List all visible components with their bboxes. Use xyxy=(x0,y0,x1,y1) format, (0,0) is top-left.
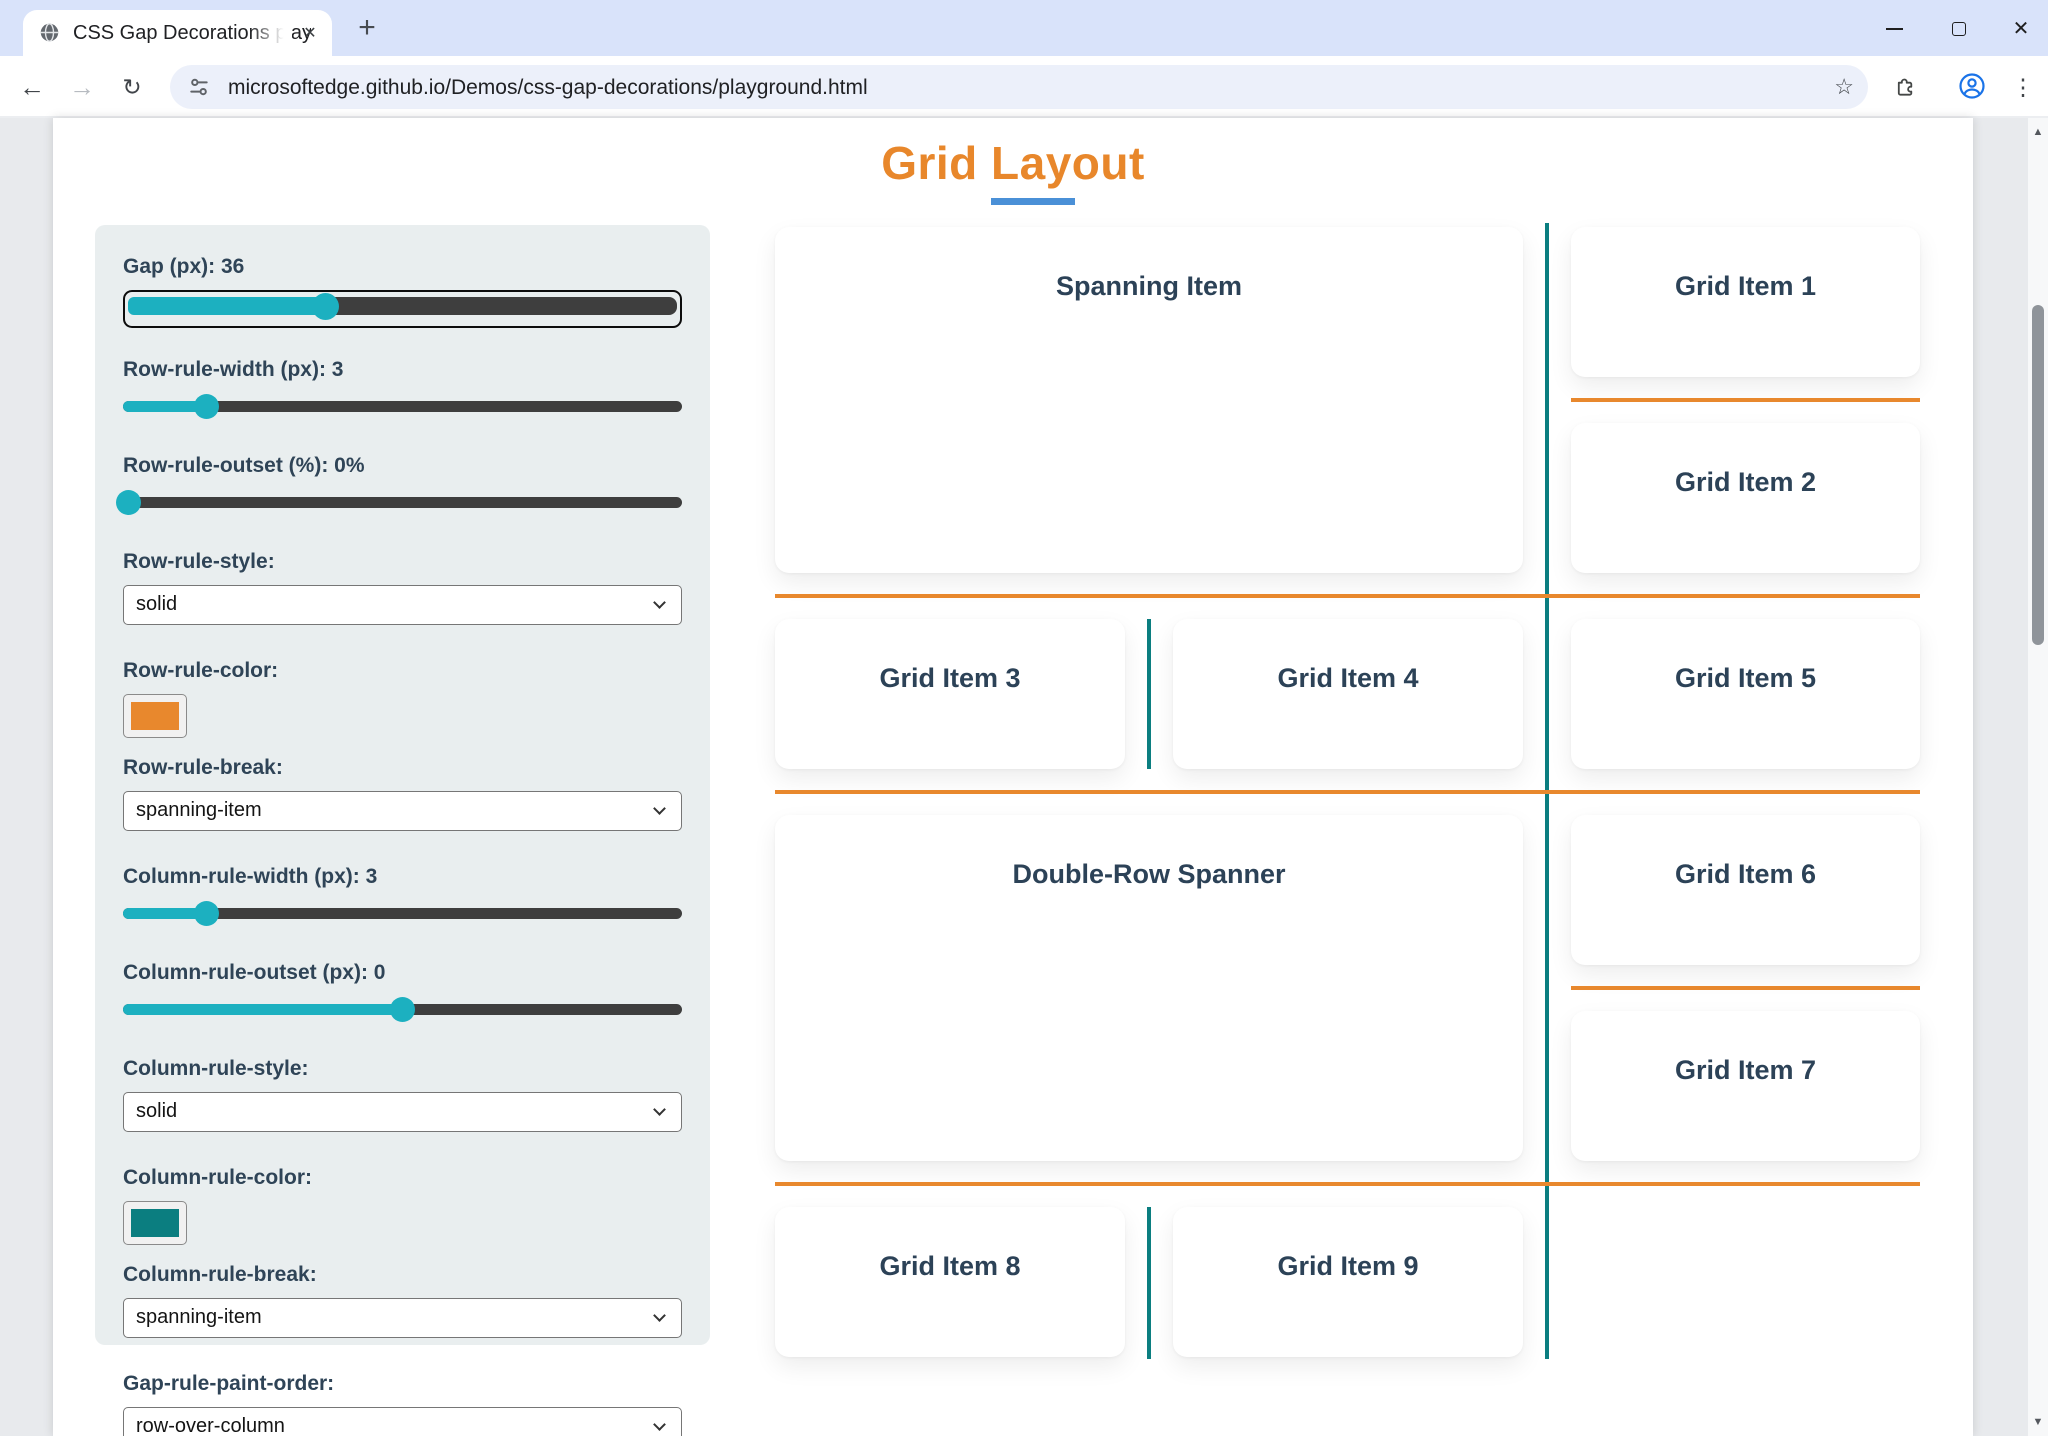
profile-icon[interactable] xyxy=(1958,72,1986,105)
back-icon[interactable]: ← xyxy=(19,72,45,102)
scroll-down-icon[interactable]: ▼ xyxy=(2032,1416,2044,1428)
tab-close-icon[interactable]: ✕ xyxy=(303,25,317,42)
new-tab-button[interactable]: + xyxy=(358,11,376,44)
reload-icon[interactable]: ↻ xyxy=(122,74,142,100)
grid-card: Grid Item 6 xyxy=(1571,815,1920,965)
browser-toolbar: ← → ↻ microsoftedge.github.io/Demos/css-… xyxy=(0,56,2048,118)
column-rule-style-label: Column-rule-style: xyxy=(123,1057,309,1080)
column-rule-break-label: Column-rule-break: xyxy=(123,1263,317,1286)
grid-card: Grid Item 2 xyxy=(1571,423,1920,573)
row-rule xyxy=(1571,398,1920,402)
column-rule xyxy=(1147,619,1151,769)
close-icon[interactable]: ✕ xyxy=(2012,18,2030,40)
menu-icon[interactable]: ⋮ xyxy=(2011,74,2035,100)
grid-card: Grid Item 3 xyxy=(775,619,1125,769)
url-text: microsoftedge.github.io/Demos/css-gap-de… xyxy=(228,76,868,99)
grid-card: Grid Item 9 xyxy=(1173,1207,1523,1357)
maximize-icon[interactable] xyxy=(1952,22,1966,36)
row-rule-outset-label: Row-rule-outset (%): 0% xyxy=(123,454,365,477)
scrollbar-thumb[interactable] xyxy=(2032,305,2044,645)
row-rule-break-label: Row-rule-break: xyxy=(123,756,283,779)
row-rule xyxy=(775,594,1920,598)
row-rule-width-slider[interactable] xyxy=(123,393,682,420)
globe-favicon-icon xyxy=(39,22,60,48)
row-rule-style-label: Row-rule-style: xyxy=(123,550,275,573)
chevron-down-icon xyxy=(653,1309,666,1322)
gap-rule-paint-order-select[interactable]: row-over-column xyxy=(123,1407,682,1436)
chevron-down-icon xyxy=(653,596,666,609)
column-rule xyxy=(1147,1207,1151,1359)
chevron-down-icon xyxy=(653,802,666,815)
slider-thumb[interactable] xyxy=(193,394,219,419)
column-rule-color-label: Column-rule-color: xyxy=(123,1166,312,1189)
chevron-down-icon xyxy=(653,1418,666,1431)
grid-card: Spanning Item xyxy=(775,227,1523,573)
gap-slider[interactable] xyxy=(123,290,682,328)
grid-card: Grid Item 4 xyxy=(1173,619,1523,769)
tab-strip: CSS Gap Decorations playgroun ✕ + ✕ xyxy=(0,0,2048,56)
gap-slider-label: Gap (px): 36 xyxy=(123,255,245,278)
address-bar[interactable]: microsoftedge.github.io/Demos/css-gap-de… xyxy=(170,65,1868,109)
grid-card: Grid Item 7 xyxy=(1571,1011,1920,1161)
title-underline xyxy=(991,198,1075,205)
slider-thumb[interactable] xyxy=(389,997,415,1022)
slider-thumb[interactable] xyxy=(193,901,219,926)
vertical-scrollbar[interactable]: ▲ ▼ xyxy=(2028,118,2048,1436)
row-rule-style-select[interactable]: solid xyxy=(123,585,682,625)
grid-card: Grid Item 8 xyxy=(775,1207,1125,1357)
grid-card: Double-Row Spanner xyxy=(775,815,1523,1161)
bookmark-star-icon[interactable]: ☆ xyxy=(1834,74,1854,99)
row-rule-color-picker[interactable] xyxy=(123,694,187,738)
column-rule-width-label: Column-rule-width (px): 3 xyxy=(123,865,378,888)
scroll-up-icon[interactable]: ▲ xyxy=(2032,126,2044,138)
page-body: Grid Layout Gap (px): 36 Row-rule-width … xyxy=(53,118,1973,1436)
column-rule-outset-slider[interactable] xyxy=(123,996,682,1023)
browser-tab[interactable]: CSS Gap Decorations playgroun ✕ xyxy=(23,10,332,56)
tab-title-fade xyxy=(250,12,292,54)
column-rule-color-picker[interactable] xyxy=(123,1201,187,1245)
slider-thumb[interactable] xyxy=(311,293,339,320)
grid-card: Grid Item 5 xyxy=(1571,619,1920,769)
column-rule-style-select[interactable]: solid xyxy=(123,1092,682,1132)
column-rule-width-slider[interactable] xyxy=(123,900,682,927)
row-rule xyxy=(775,790,1920,794)
color-swatch xyxy=(131,1209,179,1237)
controls-panel: Gap (px): 36 Row-rule-width (px): 3 Row-… xyxy=(95,225,710,1436)
chevron-down-icon xyxy=(653,1103,666,1116)
row-rule xyxy=(1571,986,1920,990)
color-swatch xyxy=(131,702,179,730)
row-rule xyxy=(775,1182,1920,1186)
slider-thumb[interactable] xyxy=(115,490,141,515)
forward-icon[interactable]: → xyxy=(69,72,95,102)
site-info-icon[interactable] xyxy=(188,76,210,103)
minimize-icon[interactable] xyxy=(1886,28,1903,31)
row-rule-outset-slider[interactable] xyxy=(115,489,682,516)
page-viewport: Grid Layout Gap (px): 36 Row-rule-width … xyxy=(0,118,2048,1436)
demo-grid: Spanning Item Grid Item 1 Grid Item 2 Gr… xyxy=(775,223,1920,1392)
column-rule-break-select[interactable]: spanning-item xyxy=(123,1298,682,1338)
grid-card: Grid Item 1 xyxy=(1571,227,1920,377)
row-rule-width-label: Row-rule-width (px): 3 xyxy=(123,358,344,381)
page-title: Grid Layout xyxy=(881,137,1145,189)
gap-rule-paint-order-label: Gap-rule-paint-order: xyxy=(123,1372,335,1395)
row-rule-break-select[interactable]: spanning-item xyxy=(123,791,682,831)
row-rule-color-label: Row-rule-color: xyxy=(123,659,279,682)
extensions-icon[interactable] xyxy=(1893,75,1917,104)
column-rule-outset-label: Column-rule-outset (px): 0 xyxy=(123,961,386,984)
